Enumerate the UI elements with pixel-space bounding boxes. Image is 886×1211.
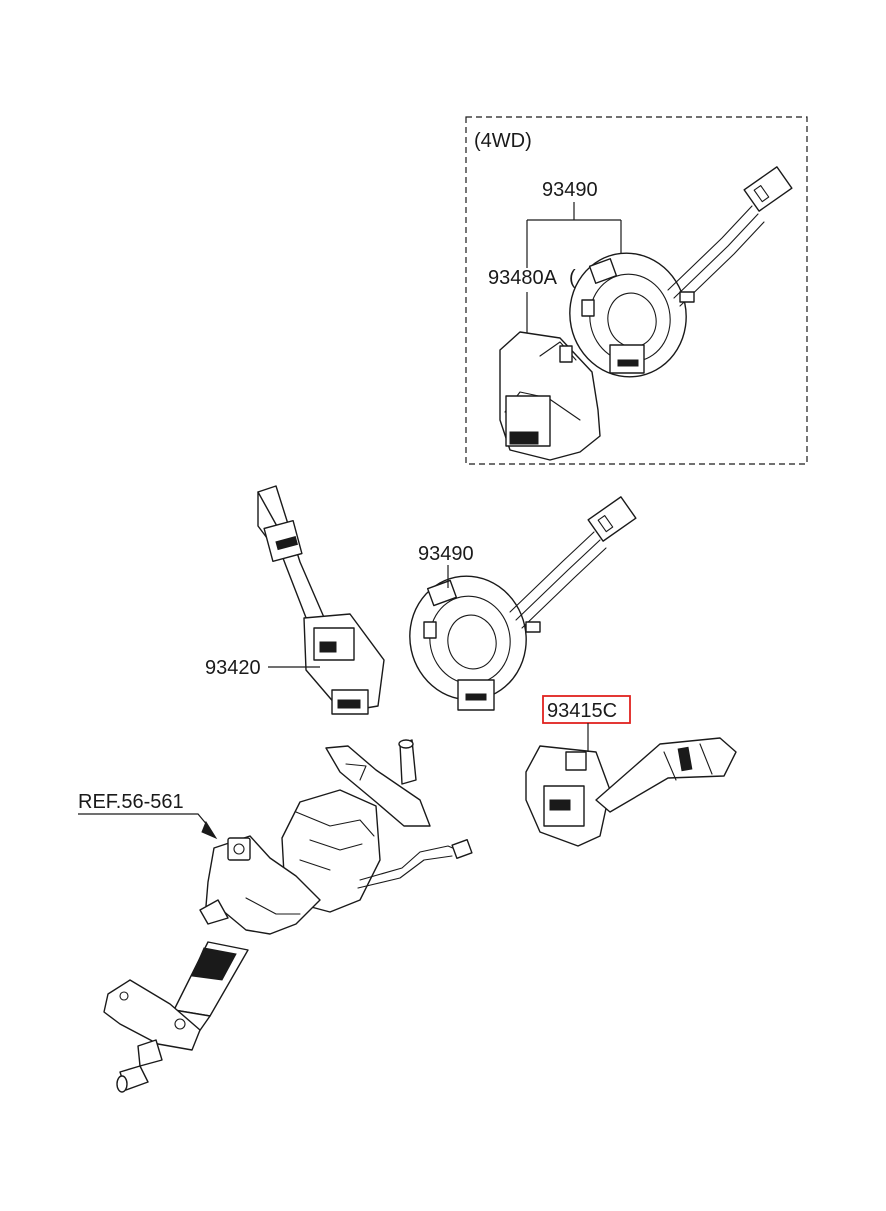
- right-switch-part: [525, 737, 737, 847]
- left-switch-part: [257, 485, 385, 715]
- inset-clock-spring: [569, 166, 793, 378]
- label-inset-sub: 93480A: [488, 267, 558, 289]
- steering-column-part: [103, 739, 473, 1093]
- label-column-ref: REF.56-561: [78, 791, 184, 813]
- clock-spring-part: [409, 496, 637, 711]
- inset-title: (4WD): [474, 130, 532, 152]
- label-clock-spring: 93490: [418, 543, 474, 565]
- highlight-box: [542, 695, 631, 724]
- inset-box: [465, 116, 808, 465]
- label-inset-paren: (: [569, 267, 576, 289]
- ref-arrow-icon: [201, 820, 218, 840]
- label-inset-assembly: 93490: [542, 179, 598, 201]
- label-right-switch: 93415C: [547, 700, 617, 722]
- label-left-switch: 93420: [205, 657, 261, 679]
- inset-sub-part: [499, 331, 601, 461]
- leader-column-ref: [78, 813, 209, 827]
